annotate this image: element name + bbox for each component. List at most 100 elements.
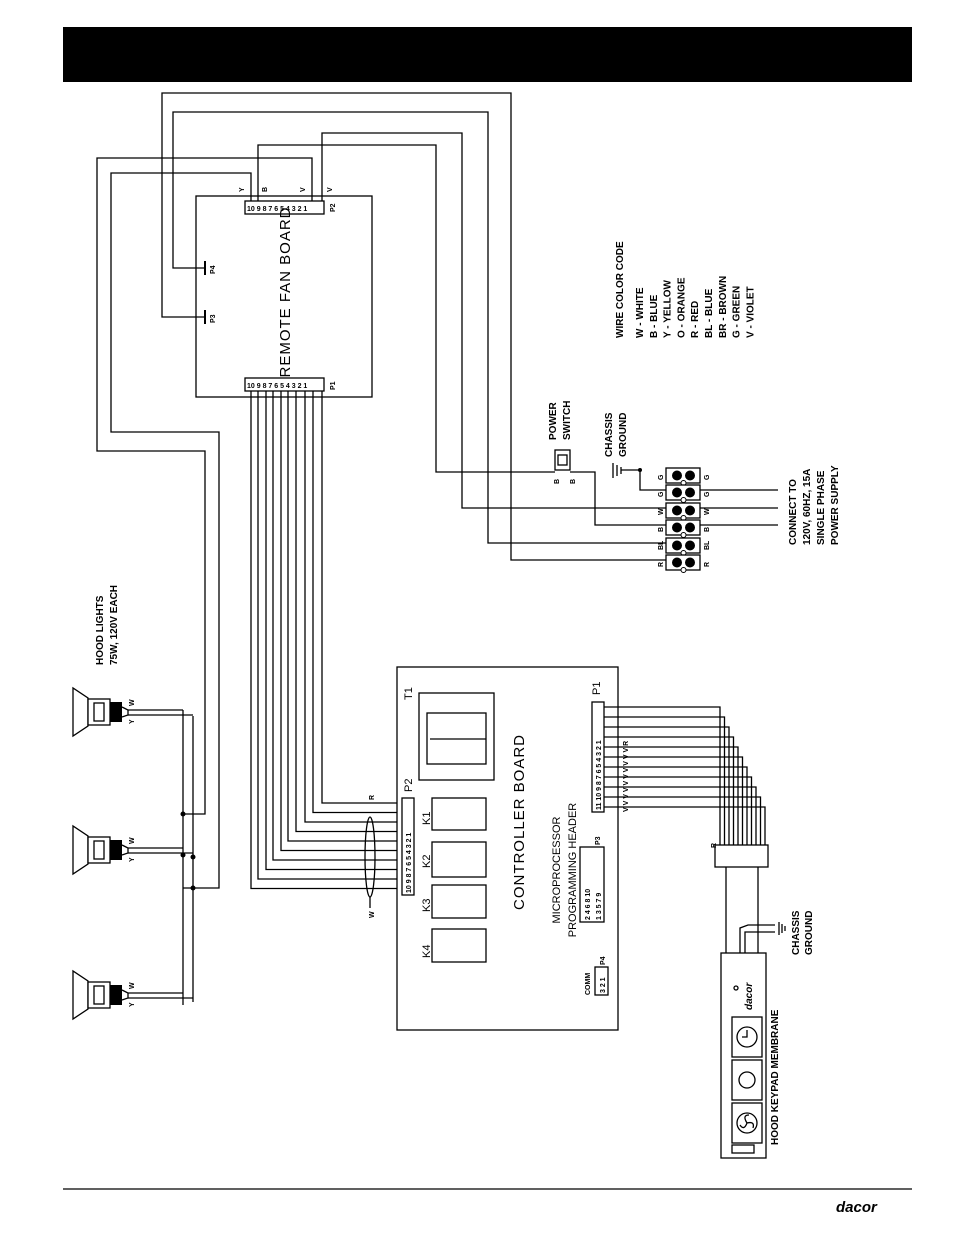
fan-p2-header [244,200,325,215]
fan-p4-label: P4 [210,265,217,274]
wire-label-v: V [327,187,334,192]
fan-p1-pins: 10 9 8 7 6 5 4 3 2 1 [247,383,307,390]
light-wire-w: W [129,982,136,989]
header-bar [63,27,912,82]
wire-label-v: V [300,187,307,192]
hood-keypad: R CHASSIS GROUND dacor HOOD KEYPAD MEMBR… [711,843,815,1159]
supply-phase: SINGLE PHASE [816,470,827,545]
fan-p2-label: P2 [330,203,337,212]
ctrl-p1-pins: 11 10 9 8 7 6 5 4 3 2 1 [596,740,603,810]
fan-to-controller-wire [280,391,402,852]
ctrl-p4-header [594,966,609,996]
micro-label: MICROPROCESSOR [551,816,563,923]
fan-to-controller-wire [304,391,402,823]
terminal-label-right: R [704,562,711,567]
chassis-ground-label: CHASSIS [604,412,615,457]
light-wire-y: Y [129,1002,136,1007]
relay-k4 [431,928,487,963]
t1-label: T1 [403,687,415,700]
controller-p1-wire [604,806,766,845]
wire-color-code-item: R - RED [690,301,701,338]
fan-board-wires [96,92,666,890]
ctrl-p2-pins: 10 9 8 7 6 5 4 3 2 1 [406,833,413,893]
terminal-label-left: R [658,562,665,567]
comm-label: COMM [585,973,592,995]
terminal-label-left: G [658,474,665,480]
controller-p1-wire [604,766,748,845]
fan-to-controller-wire [250,391,402,890]
k3-label: K3 [421,899,433,912]
wire-color-code-item: BR - BROWN [718,276,729,338]
controller-board: T1 K1 K2 K3 K4 10 9 8 7 6 5 4 3 2 1 P2 C… [364,666,766,1031]
wire-color-code-item: BL - BLUE [704,288,715,338]
ctrl-p4-label: P4 [600,956,607,965]
fan-to-controller-wire [321,391,402,804]
supply-label-2: POWER SUPPLY [830,465,841,545]
switch-wire-b: B [570,479,577,484]
fan-to-controller-wire [257,391,402,880]
fan-to-controller-wire [272,391,402,861]
terminal-label-right: BL [704,540,711,550]
controller-p1-wire [604,776,753,845]
keypad-ground-label: CHASSIS [791,910,802,955]
fan-to-controller-wire [295,391,402,833]
chassis-ground-label-2: GROUND [618,413,629,457]
ctrl-p2-label: P2 [403,779,415,792]
terminal-label-right: G [704,491,711,497]
fan-p3-label: P3 [210,314,217,323]
fan-to-controller-wire [265,391,402,871]
keypad-ground-label-2: GROUND [804,911,815,955]
fan-p1-header [244,377,325,392]
supply-label: CONNECT TO [788,479,799,545]
wire-label-b: B [262,187,269,192]
terminal-label-right: B [704,527,711,532]
wire-color-code-item: G - GREEN [732,286,743,338]
ribbon-label-r: R [711,843,718,848]
k1-label: K1 [421,812,433,825]
k2-label: K2 [421,855,433,868]
fan-icon [736,1112,758,1134]
wire-color-code-item: O - ORANGE [676,277,687,338]
light-wire-w: W [129,837,136,844]
terminal-label-left: W [658,508,665,515]
ctrl-p3-label: P3 [595,836,602,845]
light-icon [738,1071,756,1089]
controller-p1-wire [604,756,744,845]
controller-board-title: CONTROLLER BOARD [511,734,528,910]
hood-light-bulb-icon: WY [72,969,193,1021]
controller-p1-wire [604,796,762,845]
ctrl-p2-header [401,797,415,896]
controller-p1-wire [604,746,739,845]
ctrl-p1-label: P1 [591,682,603,695]
hood-lights-rating: 75W, 120V EACH [109,585,120,665]
ctrl-p3-header [579,846,605,923]
fan-p2-pins: 10 9 8 7 6 5 4 3 2 1 [247,206,307,213]
fan-to-controller-wire [312,391,402,814]
p3-pins-even: 2 4 6 8 10 [585,889,592,920]
light-wire-y: Y [129,719,136,724]
terminal-label-left: G [658,491,665,497]
wire-color-code-item: W - WHITE [635,287,646,338]
hood-light-bulb-icon: WY [72,686,193,738]
hood-lights-label: HOOD LIGHTS [95,595,106,665]
ribbon-connector [714,844,769,868]
bundle-label-w: W [369,911,376,918]
fan-to-controller-wire [287,391,402,842]
controller-p1-wire [604,726,730,845]
wire-color-code-title: WIRE COLOR CODE [615,241,626,338]
keypad-logo: dacor [744,982,755,1010]
wire-color-code-item: B - BLUE [649,294,660,338]
relay-k1 [431,797,487,831]
terminal-label-right: G [704,474,711,480]
switch-wire-b: B [554,479,561,484]
light-wire-w: W [129,699,136,706]
wire-color-code-item: V - VIOLET [745,286,756,338]
